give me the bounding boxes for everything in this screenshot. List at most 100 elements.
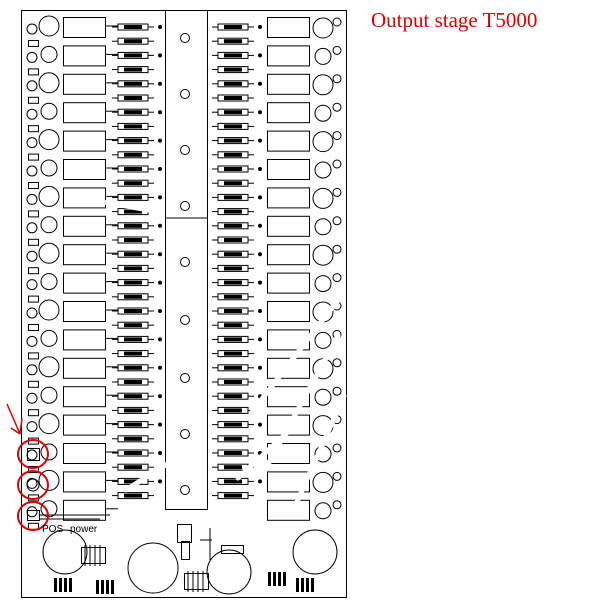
terminal <box>28 267 39 275</box>
resistor-band <box>224 365 242 370</box>
mid-left-resistor-column <box>112 23 162 500</box>
resistor-band <box>124 365 142 370</box>
highlight-ring <box>17 439 49 469</box>
highlight-ring <box>17 501 49 531</box>
heatsink-body <box>165 10 208 510</box>
via <box>158 167 162 171</box>
small-pad <box>26 80 38 92</box>
transistor-pad <box>312 131 334 153</box>
resistor-band <box>224 110 242 115</box>
resistor-band <box>224 209 242 214</box>
via <box>158 195 162 200</box>
small-pad <box>26 165 38 177</box>
via <box>158 365 162 370</box>
small-pad <box>332 131 342 141</box>
resistor-band <box>124 323 142 328</box>
via <box>158 280 162 285</box>
power-resistor <box>63 17 106 38</box>
resistor-band <box>124 110 142 115</box>
red-annotations <box>6 403 49 531</box>
power-resistor <box>267 471 310 493</box>
transistor-pad <box>314 275 332 293</box>
resistor-band <box>124 252 142 257</box>
small-pad <box>332 74 342 84</box>
via <box>158 25 162 29</box>
mounting-hole <box>180 201 190 211</box>
resistor-band <box>224 493 242 498</box>
transistor-pad <box>314 161 332 179</box>
power-resistor <box>267 159 310 180</box>
filter-capacitor <box>206 549 252 595</box>
left-component-column <box>26 15 118 530</box>
power-resistor <box>267 499 310 521</box>
terminal <box>28 68 39 76</box>
transistor-pad <box>38 413 60 435</box>
terminal <box>28 324 39 331</box>
resistor-band <box>124 195 142 200</box>
highlight-ring <box>17 470 49 500</box>
ic-chip <box>184 573 209 590</box>
connector-pin <box>111 580 114 594</box>
resistor-band <box>124 493 142 498</box>
resistor-band <box>224 238 242 242</box>
connector-pin <box>106 580 109 594</box>
via <box>258 53 262 58</box>
scan-streak <box>263 333 341 471</box>
transistor-pad <box>38 356 60 378</box>
power-resistor <box>63 329 106 351</box>
via <box>258 81 262 86</box>
resistor-band <box>124 53 142 58</box>
terminal <box>28 295 39 303</box>
small-pad <box>332 386 342 396</box>
scan-streak <box>249 297 341 415</box>
scan-streak <box>89 197 163 215</box>
small-pad <box>26 307 38 319</box>
resistor-band <box>124 337 142 342</box>
power-resistor <box>267 215 310 237</box>
transistor-pad <box>38 72 60 94</box>
resistor-band <box>124 451 142 455</box>
via <box>158 53 162 58</box>
mounting-hole <box>180 485 190 495</box>
small-pad <box>26 23 38 35</box>
connector-pin <box>283 572 286 586</box>
terminal <box>28 40 39 47</box>
ic-chip <box>81 547 106 564</box>
power-resistor <box>267 73 310 95</box>
transistor-pad <box>38 129 60 151</box>
transistor-pad <box>40 273 58 291</box>
power-resistor <box>267 386 310 408</box>
power-resistor <box>63 130 106 152</box>
resistor-band <box>224 53 242 58</box>
resistor-band <box>224 436 242 441</box>
terminal <box>28 522 39 530</box>
resistor-band <box>124 124 142 129</box>
power-resistor <box>63 159 106 180</box>
transistor-pad <box>40 500 58 518</box>
mounting-hole <box>180 257 190 267</box>
power-resistor <box>267 414 310 436</box>
connector-pin <box>96 580 99 594</box>
power-resistor <box>267 272 310 294</box>
transistor-pad <box>312 471 334 493</box>
transistor-pad <box>314 502 332 520</box>
small-pad <box>332 443 342 453</box>
resistor-band <box>124 422 142 427</box>
mounting-hole <box>180 145 190 155</box>
small-pad <box>26 364 38 376</box>
power-resistor <box>63 244 106 266</box>
via <box>158 422 162 427</box>
small-pad <box>332 17 342 27</box>
resistor-band <box>224 309 242 313</box>
transistor-pad <box>40 159 58 177</box>
resistor-band <box>224 124 242 129</box>
resistor-band <box>224 39 242 44</box>
resistor-band <box>224 451 242 455</box>
highlighted-pad <box>27 448 40 461</box>
mounting-hole <box>180 429 190 439</box>
scan-artifacts <box>89 197 347 507</box>
resistor-band <box>124 465 142 470</box>
resistor-band <box>124 209 142 214</box>
via <box>158 394 162 399</box>
